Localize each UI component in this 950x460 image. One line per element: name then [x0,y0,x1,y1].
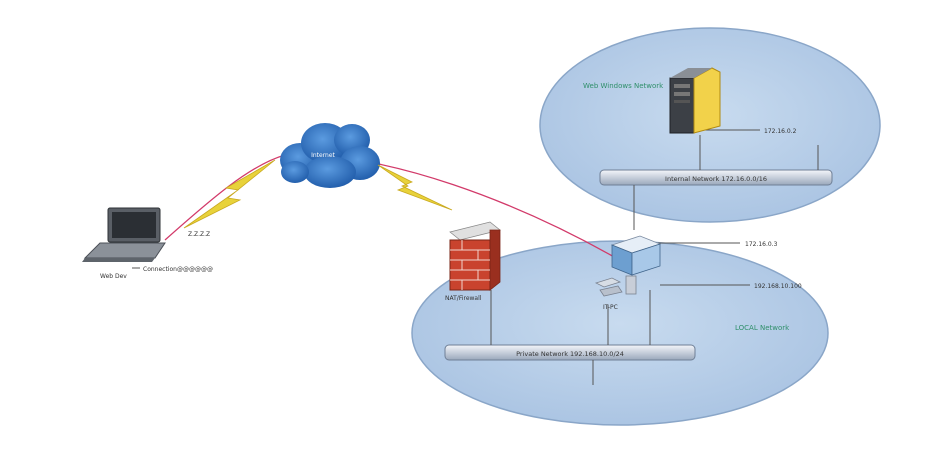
lightning-icon [377,164,453,211]
server-icon [669,67,721,134]
router-ip-bottom-label: 192.168.10.100 [754,283,802,290]
bottom-network-label: LOCAL Network [735,324,790,332]
cloud-label: Internet [311,152,335,159]
cloud-icon [280,123,380,188]
firewall-label: NAT/Firewall [445,295,482,302]
laptop-ip-label: Z.Z.Z.Z [188,231,210,238]
pc-icon [594,275,637,297]
laptop-connection-label: Connection@@@@@@ [143,266,213,273]
bottom-network-ellipse [411,240,829,426]
firewall-icon [449,221,501,291]
pc-label: IT-PC [603,304,618,311]
top-switch-bar [599,169,833,186]
top-switch-label: Internal Network 172.16.0.0/16 [665,175,767,183]
router-icon [610,235,662,276]
bottom-switch-label: Private Network 192.168.10.0/24 [516,350,624,358]
router-ip-top-label: 172.16.0.3 [745,241,778,248]
lightning-icon [183,159,276,229]
server-ip-label: 172.16.0.2 [764,128,797,135]
top-network-label: Web Windows Network [583,82,664,90]
network-links [132,129,819,385]
bottom-switch-bar [444,344,696,361]
laptop-name-label: Web Dev [100,273,127,280]
laptop-icon [82,207,166,262]
